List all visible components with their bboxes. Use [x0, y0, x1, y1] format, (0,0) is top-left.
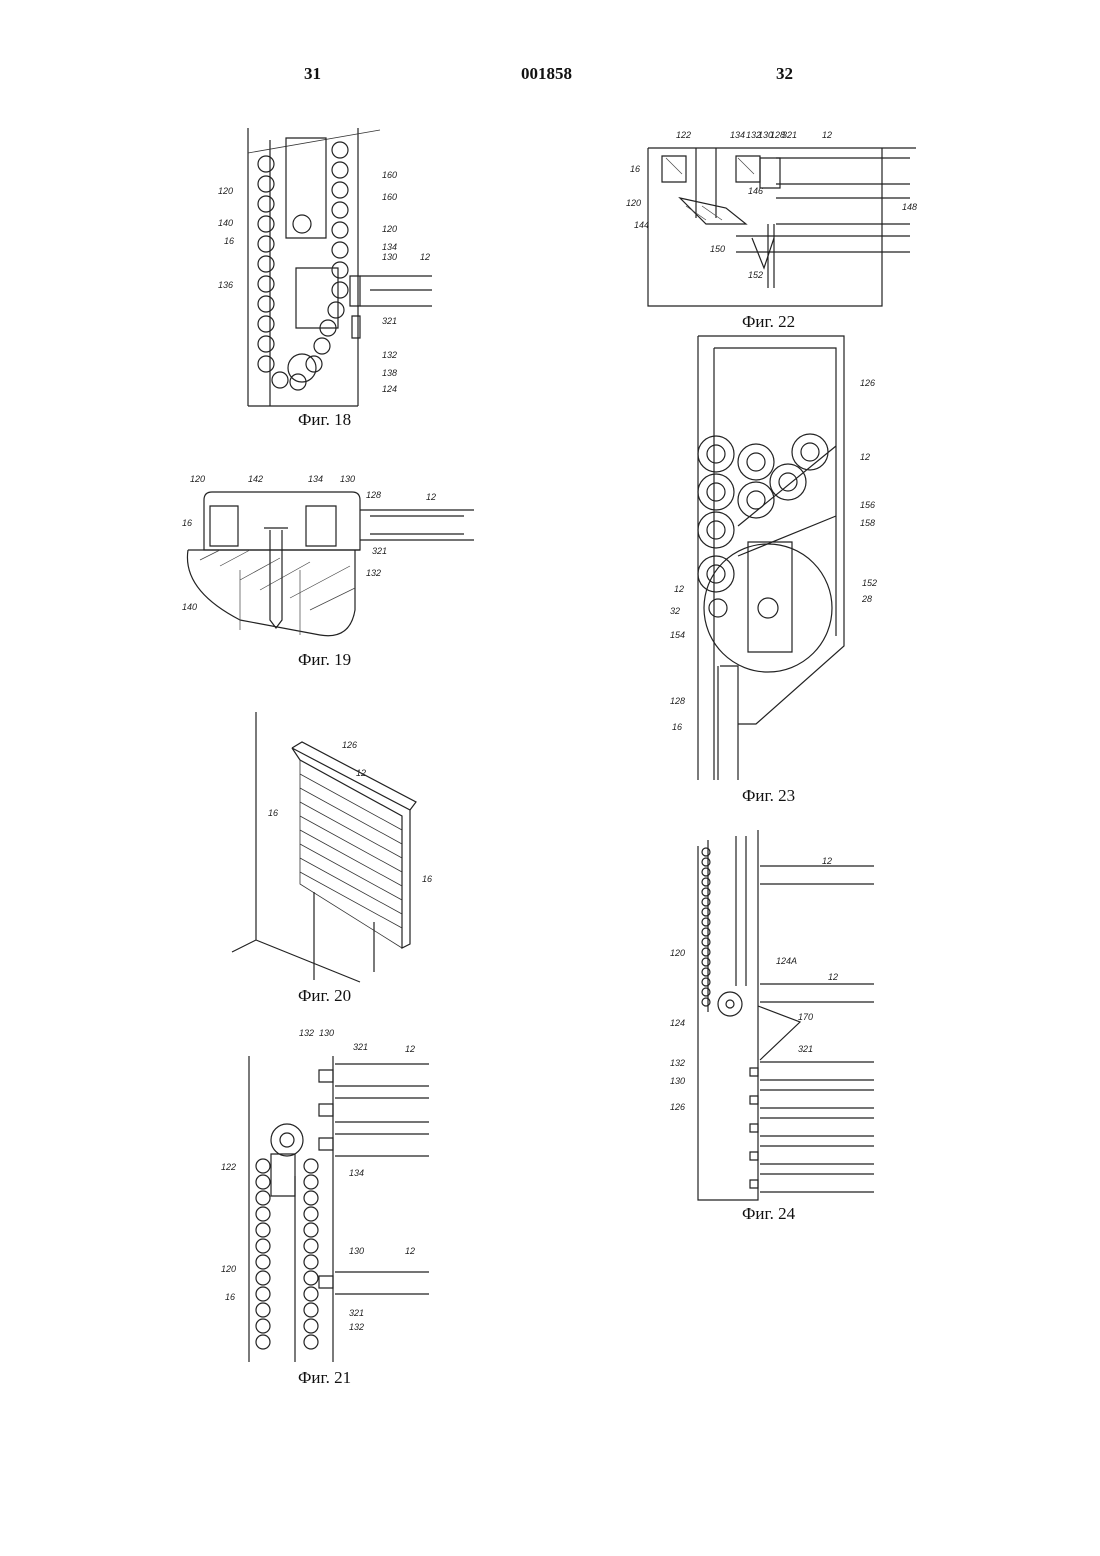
svg-text:126: 126 [860, 378, 875, 388]
svg-text:132: 132 [299, 1028, 314, 1038]
chain-left [258, 156, 274, 372]
figure-23-caption: Фиг. 23 [742, 786, 795, 806]
svg-text:138: 138 [382, 368, 397, 378]
svg-text:132: 132 [670, 1058, 685, 1068]
svg-text:156: 156 [860, 500, 875, 510]
svg-text:140: 140 [218, 218, 233, 228]
svg-text:12: 12 [405, 1246, 415, 1256]
svg-text:321: 321 [382, 316, 397, 326]
svg-text:12: 12 [822, 130, 832, 140]
svg-text:12: 12 [356, 768, 366, 778]
svg-text:148: 148 [902, 202, 917, 212]
svg-text:16: 16 [672, 722, 682, 732]
svg-text:12: 12 [674, 584, 684, 594]
svg-text:122: 122 [221, 1162, 236, 1172]
svg-text:124: 124 [382, 384, 397, 394]
svg-text:120: 120 [218, 186, 233, 196]
figure-24-drawing: 12 120 124A 12 124 170 132 321 130 126 [664, 826, 884, 1202]
svg-text:132: 132 [382, 350, 397, 360]
svg-text:130: 130 [382, 252, 397, 262]
left-page-number: 31 [304, 64, 321, 84]
svg-text:134: 134 [730, 130, 745, 140]
chain-right [272, 142, 348, 390]
svg-text:120: 120 [221, 1264, 236, 1274]
svg-text:128: 128 [366, 490, 381, 500]
svg-text:120: 120 [382, 224, 397, 234]
labels-fig19: 120 142 134 130 128 12 16 321 132 140 [182, 474, 436, 612]
svg-text:144: 144 [634, 220, 649, 230]
svg-text:140: 140 [182, 602, 197, 612]
svg-text:12: 12 [420, 252, 430, 262]
svg-text:12: 12 [822, 856, 832, 866]
svg-text:146: 146 [748, 186, 763, 196]
svg-text:130: 130 [349, 1246, 364, 1256]
svg-text:136: 136 [218, 280, 233, 290]
svg-text:12: 12 [860, 452, 870, 462]
svg-text:16: 16 [630, 164, 640, 174]
svg-text:12: 12 [426, 492, 436, 502]
svg-text:160: 160 [382, 192, 397, 202]
svg-text:321: 321 [798, 1044, 813, 1054]
labels-fig22: 122 134 132 130 128 321 12 16 120 146 14… [626, 130, 917, 280]
svg-text:130: 130 [319, 1028, 334, 1038]
labels-fig23: 126 12 156 158 12 152 32 28 154 128 16 [670, 378, 877, 732]
svg-text:120: 120 [670, 948, 685, 958]
figure-19-caption: Фиг. 19 [298, 650, 351, 670]
svg-text:126: 126 [342, 740, 357, 750]
figure-20-drawing: 126 12 16 16 [220, 712, 450, 982]
svg-text:16: 16 [268, 808, 278, 818]
svg-text:120: 120 [626, 198, 641, 208]
svg-text:170: 170 [798, 1012, 813, 1022]
svg-text:321: 321 [782, 130, 797, 140]
svg-text:152: 152 [862, 578, 877, 588]
labels-fig20: 126 12 16 16 [268, 740, 432, 884]
svg-text:122: 122 [676, 130, 691, 140]
svg-text:134: 134 [382, 242, 397, 252]
svg-text:16: 16 [182, 518, 192, 528]
svg-text:154: 154 [670, 630, 685, 640]
svg-text:16: 16 [422, 874, 432, 884]
svg-text:134: 134 [308, 474, 323, 484]
figure-18-drawing: 120 140 16 136 160 160 120 134 130 12 32… [210, 128, 460, 410]
svg-text:152: 152 [748, 270, 763, 280]
figure-23-drawing: 126 12 156 158 12 152 32 28 154 128 16 [666, 336, 886, 784]
figure-22-drawing: 122 134 132 130 128 321 12 16 120 146 14… [626, 128, 926, 313]
svg-text:120: 120 [190, 474, 205, 484]
svg-text:142: 142 [248, 474, 263, 484]
svg-text:126: 126 [670, 1102, 685, 1112]
svg-text:12: 12 [405, 1044, 415, 1054]
svg-text:16: 16 [225, 1292, 235, 1302]
svg-text:12: 12 [828, 972, 838, 982]
figure-22-caption: Фиг. 22 [742, 312, 795, 332]
svg-text:321: 321 [349, 1308, 364, 1318]
svg-text:16: 16 [224, 236, 234, 246]
svg-text:32: 32 [670, 606, 680, 616]
svg-text:124: 124 [670, 1018, 685, 1028]
svg-text:132: 132 [366, 568, 381, 578]
svg-text:124A: 124A [776, 956, 797, 966]
figure-19-drawing: 120 142 134 130 128 12 16 321 132 140 [180, 470, 480, 650]
figure-21-caption: Фиг. 21 [298, 1368, 351, 1388]
svg-text:130: 130 [670, 1076, 685, 1086]
patent-number: 001858 [521, 64, 572, 84]
figure-21-drawing: 132 130 321 12 122 134 120 16 130 12 321… [215, 1026, 445, 1366]
figure-18-caption: Фиг. 18 [298, 410, 351, 430]
svg-text:160: 160 [382, 170, 397, 180]
svg-text:321: 321 [353, 1042, 368, 1052]
svg-text:150: 150 [710, 244, 725, 254]
svg-text:128: 128 [670, 696, 685, 706]
svg-text:130: 130 [340, 474, 355, 484]
labels-fig18: 120 140 16 136 160 160 120 134 130 12 32… [218, 170, 430, 394]
right-page-number: 32 [776, 64, 793, 84]
figure-20-caption: Фиг. 20 [298, 986, 351, 1006]
svg-text:134: 134 [349, 1168, 364, 1178]
svg-text:321: 321 [372, 546, 387, 556]
svg-text:28: 28 [861, 594, 872, 604]
chain-21 [256, 1159, 318, 1349]
svg-text:158: 158 [860, 518, 875, 528]
figure-24-caption: Фиг. 24 [742, 1204, 795, 1224]
svg-text:132: 132 [349, 1322, 364, 1332]
